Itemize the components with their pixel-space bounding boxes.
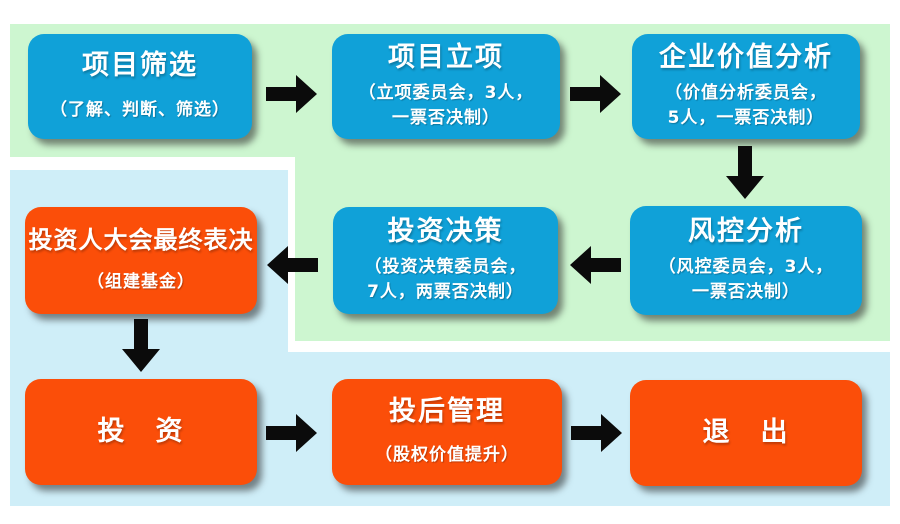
arrow-left-icon (570, 246, 621, 284)
node-subtitle: （股权价值提升） (375, 443, 519, 468)
node-subtitle-line: 7人，两票否决制） (367, 281, 524, 302)
node-subtitle: （价值分析委员会， 5人，一票否决制） (665, 81, 827, 131)
arrow-right-icon (266, 414, 317, 452)
node-subtitle-line: 一票否决制） (392, 107, 500, 128)
node-title: 投资决策 (387, 216, 504, 248)
node-subtitle-line: （组建基金） (87, 271, 195, 292)
node-title: 退 出 (702, 416, 790, 448)
node-subtitle-line: 5人，一票否决制） (667, 107, 825, 128)
node-subtitle: （风控委员会，3人， 一票否决制） (659, 255, 834, 305)
node-enterprise-valuation: 企业价值分析 （价值分析委员会， 5人，一票否决制） (632, 34, 860, 139)
node-subtitle: （了解、判断、筛选） (50, 98, 230, 123)
node-subtitle: （组建基金） (87, 270, 195, 295)
node-subtitle-line: （价值分析委员会， (665, 82, 827, 103)
node-subtitle-line: （风控委员会，3人， (658, 256, 834, 277)
node-project-screening: 项目筛选 （了解、判断、筛选） (28, 34, 252, 139)
node-subtitle-line: （立项委员会，3人， (358, 82, 534, 103)
arrow-down-icon (122, 319, 160, 372)
node-subtitle: （立项委员会，3人， 一票否决制） (359, 81, 534, 131)
node-subtitle: （投资决策委员会， 7人，两票否决制） (365, 255, 527, 305)
node-subtitle-line: （投资决策委员会， (364, 256, 527, 277)
node-subtitle-line: （了解、判断、筛选） (50, 99, 230, 120)
arrow-down-icon (726, 146, 764, 199)
node-title: 项目立项 (388, 42, 504, 74)
node-title: 项目筛选 (82, 50, 198, 82)
arrow-left-icon (267, 246, 318, 284)
arrow-right-icon (266, 75, 317, 113)
arrow-right-icon (571, 414, 622, 452)
node-title: 投后管理 (389, 395, 505, 427)
node-title: 企业价值分析 (659, 42, 833, 74)
node-title: 投资人大会最终表决 (28, 226, 254, 255)
node-subtitle-line: （股权价值提升） (375, 445, 519, 466)
node-post-investment-management: 投后管理 （股权价值提升） (332, 379, 562, 485)
node-exit: 退 出 (630, 380, 862, 486)
node-investment-decision: 投资决策 （投资决策委员会， 7人，两票否决制） (333, 207, 558, 314)
arrow-right-icon (570, 75, 621, 113)
node-title: 投 资 (97, 415, 185, 447)
node-investor-meeting-final-vote: 投资人大会最终表决 （组建基金） (25, 207, 257, 314)
node-invest: 投 资 (25, 379, 257, 485)
node-project-initiation: 项目立项 （立项委员会，3人， 一票否决制） (332, 34, 560, 139)
node-risk-control-analysis: 风控分析 （风控委员会，3人， 一票否决制） (630, 206, 862, 315)
node-title: 风控分析 (688, 216, 804, 248)
node-subtitle-line: 一票否决制） (692, 281, 800, 302)
